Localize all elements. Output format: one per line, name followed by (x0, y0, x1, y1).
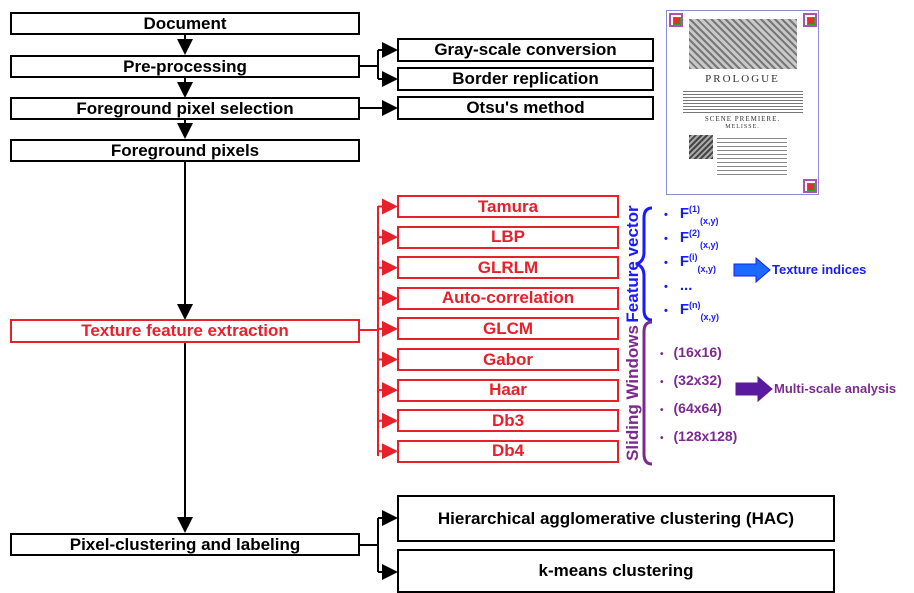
feature-base: F (679, 301, 690, 318)
top-right-window-marker (803, 13, 817, 27)
feature-vector-item: • F(1) (x,y) (664, 204, 719, 226)
window-size-text: (64x64) (673, 400, 722, 416)
feature-vector-item: • F(n) (x,y) (664, 300, 719, 322)
grayscale-conversion-box: Gray-scale conversion (397, 38, 654, 62)
multi-scale-analysis-label: Multi-scale analysis (774, 381, 897, 396)
window-size-item: • (128x128) (660, 428, 737, 444)
text-lines (683, 89, 803, 113)
bullet-icon: • (664, 209, 668, 221)
window-size-text: (128x128) (673, 428, 738, 444)
bullet-icon: • (664, 305, 668, 317)
texture-extraction-box: Texture feature extraction (10, 319, 360, 343)
document-box: Document (10, 12, 360, 35)
foreground-selection-box: Foreground pixel selection (10, 97, 360, 120)
texture-method-box: GLRLM (397, 256, 619, 280)
feature-superscript: (i) (689, 252, 698, 262)
document-thumbnail: PROLOGUE SCENE PREMIERE. MELISSE. (666, 10, 819, 195)
bottom-right-window-marker (803, 179, 817, 193)
window-size-item: • (32x32) (660, 372, 722, 388)
border-replication-box: Border replication (397, 67, 654, 91)
texture-method-box: Db3 (397, 409, 619, 433)
window-size-text: (16x16) (673, 344, 722, 360)
verse-lines (717, 135, 787, 177)
texture-method-box: Db4 (397, 439, 619, 463)
ornament-image (689, 19, 797, 69)
texture-method-box: LBP (397, 225, 619, 249)
hac-clustering-box: Hierarchical agglomerative clustering (H… (397, 495, 835, 542)
clustering-box: Pixel-clustering and labeling (10, 533, 360, 556)
feature-subscript: (x,y) (700, 312, 720, 322)
bullet-icon: • (660, 433, 664, 444)
window-size-item: • (64x64) (660, 400, 722, 416)
bullet-icon: • (664, 281, 668, 293)
kmeans-clustering-box: k-means clustering (397, 549, 835, 593)
initial-letter-image (689, 135, 713, 159)
otsu-method-box: Otsu's method (397, 96, 654, 120)
texture-method-box: Gabor (397, 348, 619, 371)
texture-method-box: Auto-correlation (397, 286, 619, 310)
thumbnail-character: MELISSE. (725, 124, 760, 130)
texture-method-box: Tamura (397, 195, 619, 218)
feature-vector-label: Feature vector (623, 205, 642, 323)
texture-method-box: GLCM (397, 317, 619, 341)
feature-vector-item: • F(2) (x,y) (664, 228, 719, 250)
bullet-icon: • (660, 377, 664, 388)
feature-subscript: (x,y) (697, 264, 717, 274)
sliding-windows-label: Sliding Windows (623, 325, 642, 461)
feature-base: F (679, 205, 690, 222)
feature-superscript: (2) (689, 228, 701, 238)
feature-superscript: (1) (689, 204, 701, 214)
foreground-pixels-box: Foreground pixels (10, 139, 360, 162)
thumbnail-heading: PROLOGUE (705, 73, 780, 85)
preprocessing-box: Pre-processing (10, 55, 360, 78)
feature-base: F (679, 229, 690, 246)
bullet-icon: • (660, 349, 664, 360)
thumbnail-scene: SCENE PREMIERE. (704, 115, 781, 123)
texture-method-box: Haar (397, 378, 619, 402)
texture-indices-label: Texture indices (772, 262, 867, 277)
window-size-item: • (16x16) (660, 344, 722, 360)
feature-vector-item: • F(i) (x,y) (664, 252, 716, 274)
feature-subscript: (x,y) (700, 216, 719, 226)
bullet-icon: • (664, 233, 668, 245)
bullet-icon: • (660, 405, 664, 416)
bullet-icon: • (664, 257, 668, 269)
window-size-text: (32x32) (673, 372, 722, 388)
feature-base: ... (679, 277, 693, 294)
feature-vector-item: •... (664, 276, 692, 294)
feature-superscript: (n) (689, 300, 701, 310)
top-left-window-marker (669, 13, 683, 27)
feature-subscript: (x,y) (700, 240, 719, 250)
feature-base: F (679, 253, 690, 270)
